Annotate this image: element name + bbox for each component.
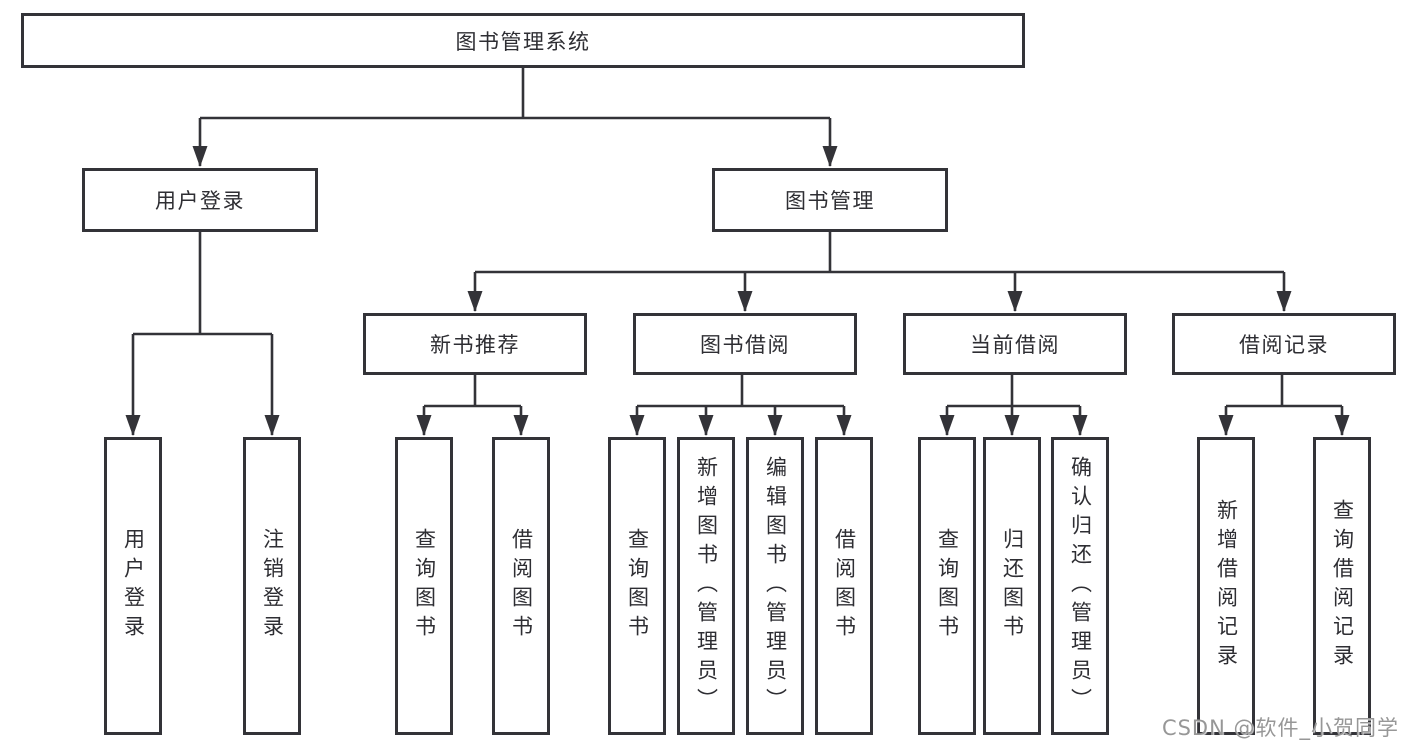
- watermark: CSDN @软件_小贺同学: [1161, 716, 1399, 740]
- leaf-confirm-return-admin-label: 确认归还（管理员）: [1068, 455, 1093, 717]
- node-root-label: 图书管理系统: [455, 29, 591, 54]
- node-root: 图书管理系统: [21, 13, 1025, 68]
- leaf-query-books-current: 查询图书: [918, 437, 976, 735]
- leaf-borrow-books-recommend: 借阅图书: [492, 437, 550, 735]
- node-book-management-label: 图书管理: [785, 189, 875, 213]
- leaf-borrow-books: 借阅图书: [815, 437, 873, 735]
- node-user-login: 用户登录: [82, 168, 318, 232]
- leaf-logout: 注销登录: [243, 437, 301, 735]
- node-book-management: 图书管理: [712, 168, 948, 232]
- leaf-query-books-recommend-label: 查询图书: [412, 528, 437, 644]
- leaf-confirm-return-admin: 确认归还（管理员）: [1051, 437, 1109, 735]
- leaf-query-books-recommend: 查询图书: [395, 437, 453, 735]
- leaf-borrow-books-recommend-label: 借阅图书: [509, 528, 534, 644]
- leaf-return-books-label: 归还图书: [1000, 528, 1025, 644]
- node-current-borrow-label: 当前借阅: [970, 333, 1060, 357]
- leaf-query-borrow-record-label: 查询借阅记录: [1330, 499, 1355, 673]
- node-new-book-recommend-label: 新书推荐: [430, 333, 520, 357]
- node-borrow-record: 借阅记录: [1172, 313, 1396, 375]
- leaf-add-borrow-record-label: 新增借阅记录: [1214, 499, 1239, 673]
- leaf-add-books-admin: 新增图书（管理员）: [677, 437, 735, 735]
- leaf-query-books-current-label: 查询图书: [935, 528, 960, 644]
- leaf-edit-books-admin: 编辑图书（管理员）: [746, 437, 804, 735]
- leaf-query-borrow-record: 查询借阅记录: [1313, 437, 1371, 735]
- leaf-query-books-borrow-label: 查询图书: [625, 528, 650, 644]
- leaf-add-books-admin-label: 新增图书（管理员）: [694, 455, 719, 717]
- node-current-borrow: 当前借阅: [903, 313, 1127, 375]
- leaf-user-login-label: 用户登录: [121, 528, 146, 644]
- leaf-user-login: 用户登录: [104, 437, 162, 735]
- node-new-book-recommend: 新书推荐: [363, 313, 587, 375]
- leaf-borrow-books-label: 借阅图书: [832, 528, 857, 644]
- node-borrow-record-label: 借阅记录: [1239, 333, 1329, 357]
- leaf-return-books: 归还图书: [983, 437, 1041, 735]
- leaf-add-borrow-record: 新增借阅记录: [1197, 437, 1255, 735]
- node-book-borrow-label: 图书借阅: [700, 333, 790, 357]
- leaf-logout-label: 注销登录: [260, 528, 285, 644]
- leaf-edit-books-admin-label: 编辑图书（管理员）: [763, 455, 788, 717]
- node-user-login-label: 用户登录: [155, 189, 245, 213]
- leaf-query-books-borrow: 查询图书: [608, 437, 666, 735]
- node-book-borrow: 图书借阅: [633, 313, 857, 375]
